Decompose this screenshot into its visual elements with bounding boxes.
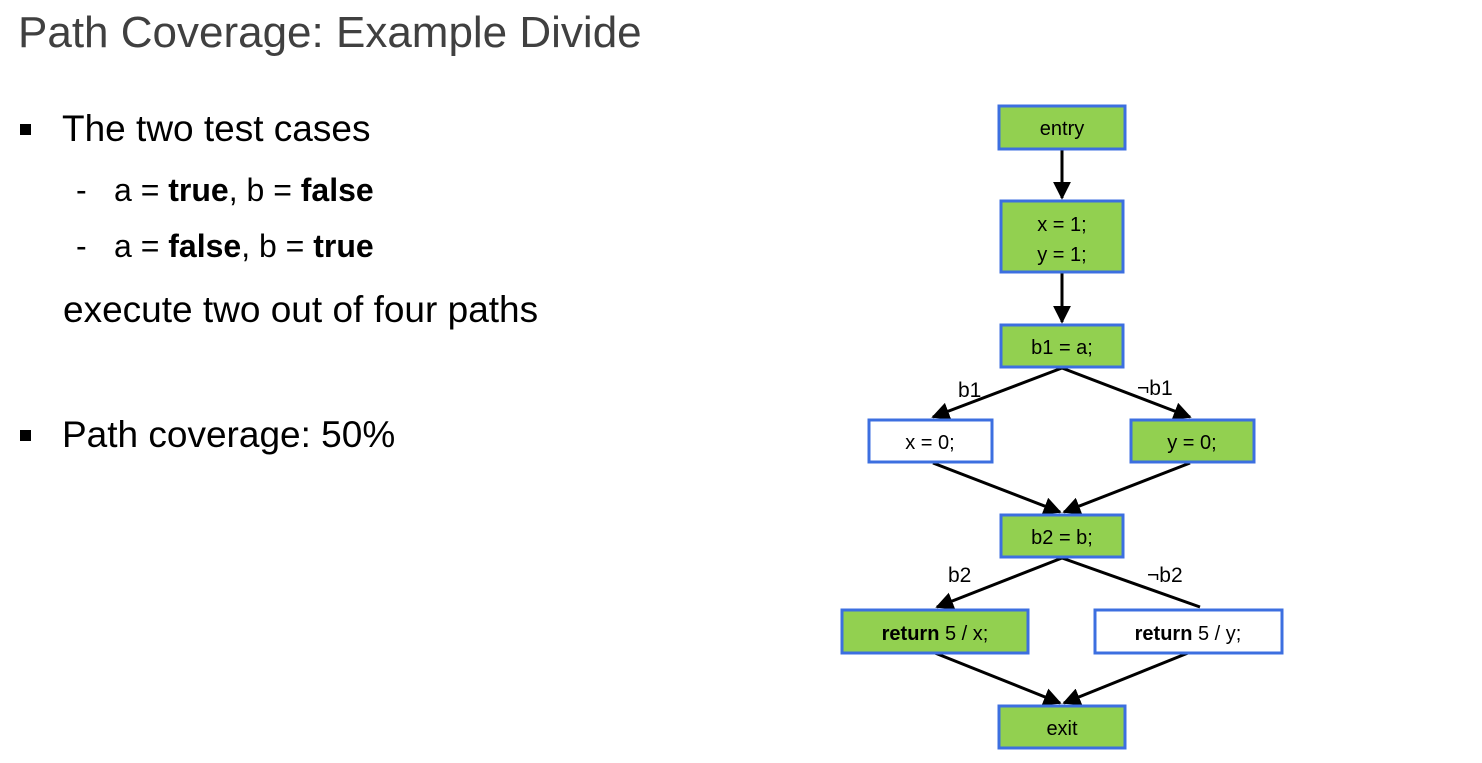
node-return-y: return 5 / y; [1093, 608, 1284, 655]
node-b2: b2 = b; [999, 513, 1125, 559]
node-return-y-box [1093, 608, 1284, 655]
edge-b1-y0 [1061, 366, 1192, 420]
node-return-x: return 5 / x; [840, 608, 1030, 655]
case1-a-prefix: a = [114, 172, 169, 208]
node-x0: x = 0; [867, 418, 994, 464]
case1-b-value: false [300, 172, 374, 208]
edge-y0-b2 [1062, 461, 1191, 515]
case2-a-prefix: a = [114, 228, 169, 264]
square-bullet-icon [20, 429, 31, 441]
bullet-test-cases-text: The two test cases [62, 108, 371, 149]
case1-b-prefix: , b = [228, 172, 301, 208]
node-b1: b1 = a; [999, 323, 1125, 369]
edge-b2-rety [1061, 556, 1201, 609]
test-case-1: -a = true, b = false [76, 172, 374, 209]
return-x-expression: 5 / x; [939, 623, 988, 645]
case2-b-prefix: , b = [241, 228, 314, 264]
edge-b1-x0 [931, 366, 1063, 420]
node-x0-box [867, 418, 994, 464]
node-exit: exit [997, 704, 1127, 750]
return-y-expression: 5 / y; [1192, 623, 1241, 645]
node-y0-box [1129, 418, 1256, 464]
node-exit-box [997, 704, 1127, 750]
edge-x0-b2 [932, 461, 1062, 515]
return-keyword: return [1135, 623, 1193, 645]
edge-rety-exit [1062, 651, 1189, 706]
bullet-path-coverage-text: Path coverage: 50% [62, 414, 396, 455]
node-y0: y = 0; [1129, 418, 1256, 464]
case2-a-value: false [168, 228, 242, 264]
edge-label-not-b1: ¬b1 [1137, 377, 1173, 400]
slide-title: Path Coverage: Example Divide [18, 8, 642, 57]
edge-label-not-b2: ¬b2 [1147, 564, 1183, 587]
node-entry-label: entry [1040, 118, 1084, 140]
node-return-x-text: return 5 / x; [882, 623, 989, 645]
test-case-2: -a = false, b = true [76, 228, 374, 265]
dash-marker: - [76, 228, 87, 264]
cfg-edges [931, 150, 1201, 706]
edge-retx-exit [934, 651, 1062, 706]
node-entry-box [997, 104, 1127, 151]
square-bullet-icon [20, 123, 31, 135]
edge-label-b2: b2 [948, 564, 971, 587]
case2-b-value: true [313, 228, 374, 264]
node-init-line2: y = 1; [1037, 244, 1086, 266]
bullet-path-coverage: Path coverage: 50% [20, 414, 395, 456]
node-entry: entry [997, 104, 1127, 151]
dash-marker: - [76, 172, 87, 208]
conclusion-text: execute two out of four paths [63, 289, 539, 330]
node-init-line1: x = 1; [1037, 214, 1086, 236]
node-return-x-box [840, 608, 1030, 655]
node-init-box [999, 199, 1125, 274]
case1-a-value: true [168, 172, 229, 208]
node-b1-box [999, 323, 1125, 369]
node-y0-label: y = 0; [1167, 432, 1216, 454]
edge-b2-retx [935, 556, 1063, 610]
node-b2-label: b2 = b; [1031, 527, 1093, 549]
node-init: x = 1; y = 1; [999, 199, 1125, 274]
edge-label-b1: b1 [958, 379, 981, 402]
node-return-y-text: return 5 / y; [1135, 623, 1242, 645]
return-keyword: return [882, 623, 940, 645]
node-exit-label: exit [1046, 718, 1078, 740]
node-b2-box [999, 513, 1125, 559]
node-x0-label: x = 0; [905, 432, 954, 454]
node-b1-label: b1 = a; [1031, 337, 1093, 359]
bullet-test-cases: The two test cases [20, 108, 370, 150]
